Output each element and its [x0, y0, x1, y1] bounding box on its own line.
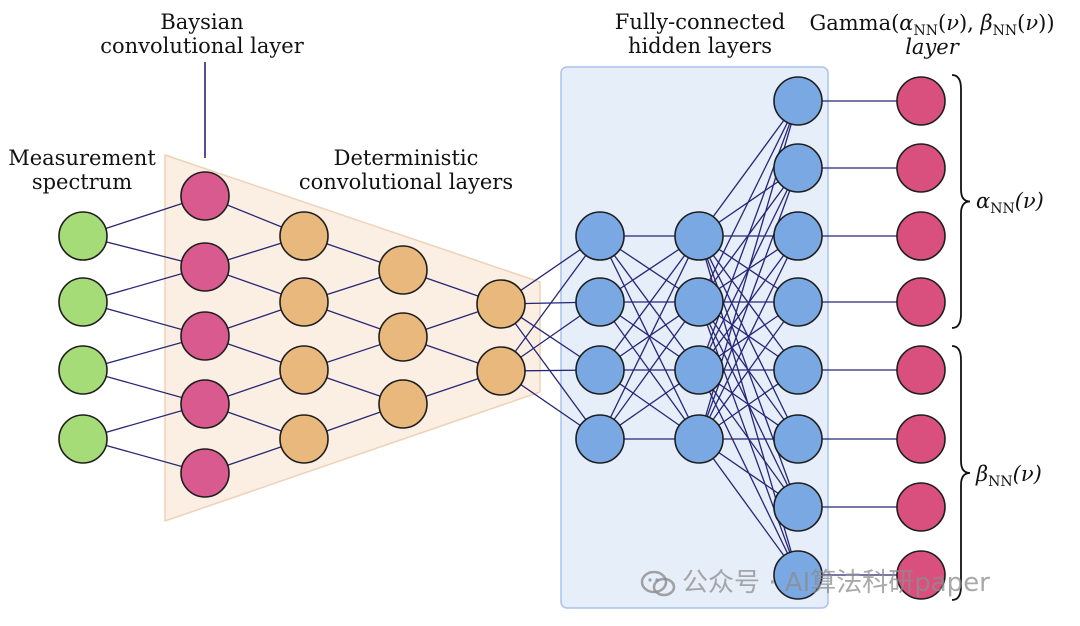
edge — [500, 235, 601, 372]
fc3-node-6 — [773, 414, 823, 464]
edge — [698, 100, 799, 371]
fc3-node-2 — [773, 143, 823, 193]
gamma-node-1 — [896, 76, 946, 126]
measurement-label-line1: Measurement — [8, 146, 156, 170]
gamma-node-3 — [896, 211, 946, 261]
measurement-spectrum-label: Measurement spectrum — [4, 146, 160, 194]
fc3-node-3 — [773, 211, 823, 261]
det1-node-4 — [279, 414, 329, 464]
det2-node-1 — [378, 245, 428, 295]
wechat-icon — [640, 570, 676, 596]
edge — [599, 235, 700, 371]
edge — [500, 303, 601, 440]
alpha-brace — [951, 74, 971, 329]
fc1-node-2 — [575, 277, 625, 327]
edge — [698, 167, 799, 440]
baysian-label-line1: Baysian — [160, 10, 244, 34]
deterministic-layers-label: Deterministic convolutional layers — [288, 146, 524, 194]
fully-connected-label-line1: Fully-connected — [614, 10, 786, 34]
watermark: 公众号 · AI算法科研paper — [640, 562, 990, 599]
fc2-node-4 — [674, 414, 724, 464]
deterministic-label-line2: convolutional layers — [298, 170, 514, 194]
edge — [698, 100, 799, 237]
fc1-node-1 — [575, 211, 625, 261]
convolutional-region — [164, 153, 541, 523]
gamma-node-2 — [896, 143, 946, 193]
fc3-node-4 — [773, 277, 823, 327]
fc2-node-1 — [674, 211, 724, 261]
edge — [599, 235, 700, 440]
gamma-node-6 — [896, 414, 946, 464]
edge — [698, 438, 799, 576]
edge — [698, 301, 799, 440]
gamma-node-5 — [896, 345, 946, 395]
det3-node-2 — [476, 346, 526, 396]
fully-connected-label-line2: hidden layers — [627, 34, 773, 58]
gamma-node-8 — [896, 550, 946, 600]
baysian-label-line2: convolutional layer — [100, 34, 304, 58]
edge — [599, 301, 700, 440]
fc2-node-3 — [674, 345, 724, 395]
edge — [698, 100, 799, 303]
baysian-node-4 — [180, 379, 230, 429]
fc3-node-7 — [773, 482, 823, 532]
baysian-node-3 — [180, 311, 230, 361]
input-node-3 — [58, 345, 108, 395]
fc3-node-1 — [773, 76, 823, 126]
baysian-node-5 — [180, 448, 230, 498]
baysian-node-2 — [180, 242, 230, 292]
gamma-node-4 — [896, 277, 946, 327]
deterministic-label-line1: Deterministic — [333, 146, 479, 170]
fully-connected-label: Fully-connected hidden layers — [600, 10, 800, 58]
input-node-2 — [58, 277, 108, 327]
fc2-node-2 — [674, 277, 724, 327]
gamma-layer-label-line1: Gamma(αNN(ν), βNN(ν)) — [809, 11, 1054, 39]
fc3-node-8 — [773, 550, 823, 600]
beta-brace — [951, 345, 971, 601]
gamma-layer-label-line2: layer — [905, 35, 961, 59]
beta-label: βNN(ν) — [975, 462, 1042, 490]
fc1-node-4 — [575, 414, 625, 464]
alpha-label: αNN(ν) — [976, 189, 1044, 217]
fc1-node-3 — [575, 345, 625, 395]
measurement-label-line2: spectrum — [31, 170, 133, 194]
baysian-node-1 — [180, 171, 230, 221]
det1-node-1 — [279, 211, 329, 261]
det3-node-1 — [476, 279, 526, 329]
watermark-text: 公众号 · AI算法科研paper — [682, 568, 990, 598]
input-node-1 — [58, 211, 108, 261]
edge — [698, 235, 799, 440]
det1-node-2 — [279, 277, 329, 327]
det1-node-3 — [279, 345, 329, 395]
input-node-4 — [58, 414, 108, 464]
gamma-node-7 — [896, 482, 946, 532]
fc3-node-5 — [773, 345, 823, 395]
det2-node-3 — [378, 379, 428, 429]
det2-node-2 — [378, 312, 428, 362]
baysian-layer-label: Baysian convolutional layer — [90, 10, 314, 58]
